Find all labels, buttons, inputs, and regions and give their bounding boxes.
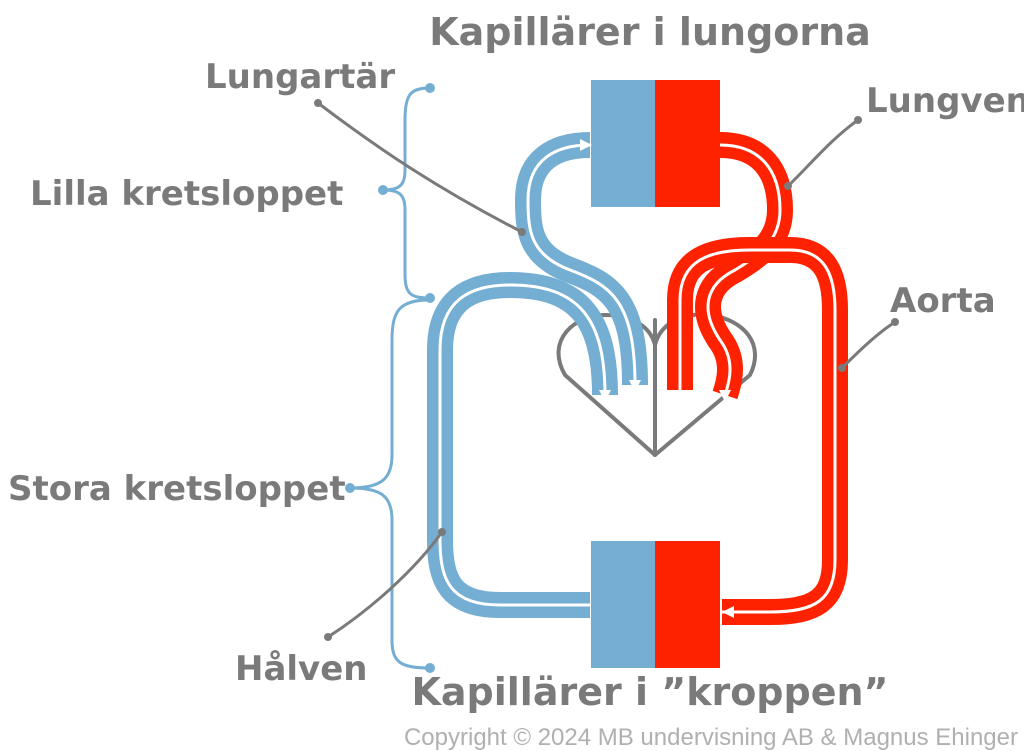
leader-lungven xyxy=(786,118,860,188)
lung-capillary-red xyxy=(655,80,720,207)
pulmonary-vein-vessel xyxy=(695,132,793,400)
title-lung-capillaries: Kapillärer i lungorna xyxy=(429,10,871,54)
brace-lilla xyxy=(382,86,432,300)
arrow-icon xyxy=(580,139,592,151)
label-halven: Hålven xyxy=(235,649,367,689)
arrow-icon xyxy=(629,380,641,392)
label-stora-kretsloppet: Stora kretsloppet xyxy=(8,469,346,509)
leader-lungartar xyxy=(316,101,524,234)
label-lungartar: Lungartär xyxy=(205,57,395,97)
copyright-text: Copyright © 2024 MB undervisning AB & Ma… xyxy=(404,724,1018,751)
flow-arrows xyxy=(580,139,734,618)
arrow-icon xyxy=(722,606,734,618)
label-lilla-kretsloppet: Lilla kretsloppet xyxy=(30,174,343,214)
leader-lines xyxy=(316,101,897,639)
pulmonary-artery-vessel xyxy=(515,132,648,386)
title-body-capillaries: Kapillärer i ”kroppen” xyxy=(411,670,888,714)
body-capillary-blue xyxy=(591,541,656,668)
body-capillary-red xyxy=(655,541,720,668)
arrow-icon xyxy=(599,390,611,402)
vena-cava-vessel xyxy=(427,272,618,618)
label-lungven: Lungven xyxy=(866,81,1024,121)
arrow-icon xyxy=(719,390,731,402)
lung-capillary-blue xyxy=(591,80,656,207)
leader-aorta xyxy=(840,320,897,370)
aorta-vessel xyxy=(667,237,848,625)
leader-halven xyxy=(326,530,444,639)
label-aorta: Aorta xyxy=(890,281,996,321)
heart-outline xyxy=(556,312,757,457)
